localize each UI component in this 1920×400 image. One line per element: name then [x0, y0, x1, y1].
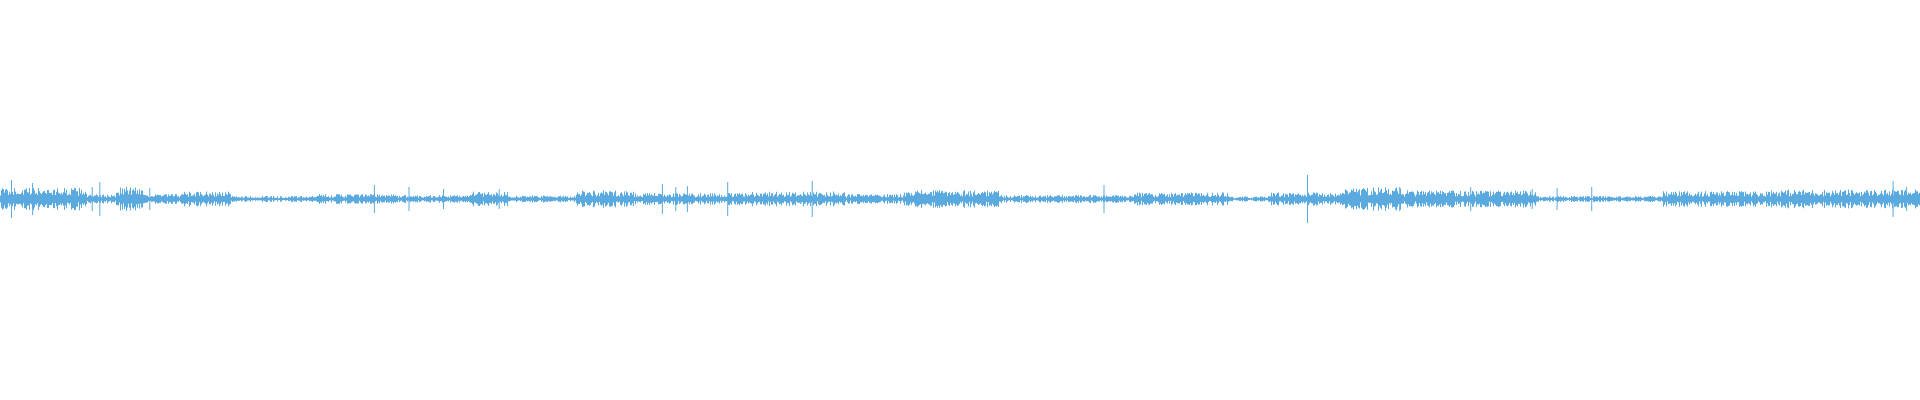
- waveform-spikes: [11, 175, 1908, 223]
- waveform-bars: [0, 186, 1920, 212]
- waveform-envelope: [0, 186, 1920, 212]
